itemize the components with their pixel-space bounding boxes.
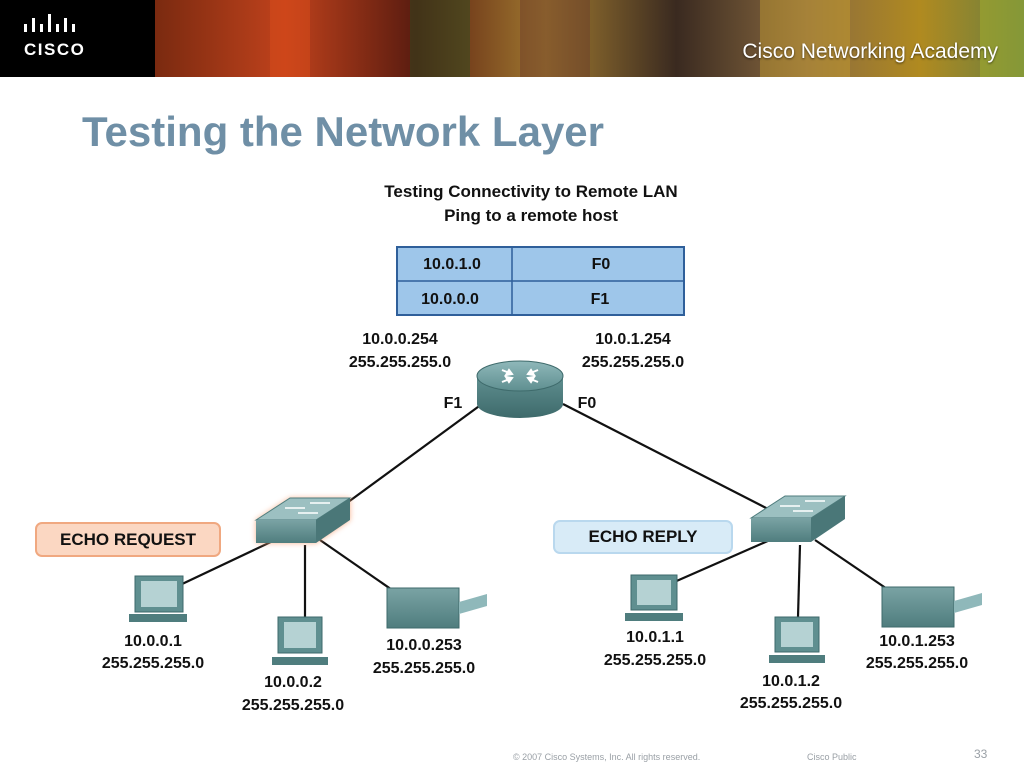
host-ip-10-0-0-253: 10.0.0.253	[386, 637, 462, 654]
printer-icon	[386, 587, 487, 629]
host-mask: 255.255.255.0	[740, 695, 842, 712]
router-right-mask: 255.255.255.0	[582, 354, 684, 371]
router-port-left: F1	[444, 395, 463, 412]
diagram-heading-line1: Testing Connectivity to Remote LAN	[384, 182, 677, 201]
cisco-logo: CISCO	[0, 0, 155, 77]
host-ip-10-0-1-1: 10.0.1.1	[626, 629, 684, 646]
banner-photo-strip	[155, 0, 1024, 77]
pc-icon	[129, 575, 187, 622]
page-number: 33	[974, 747, 988, 761]
slide-title: Testing the Network Layer	[82, 108, 605, 155]
router-icon	[476, 360, 564, 418]
table-row-2-network: 10.0.0.0	[421, 291, 479, 308]
router-left-ip: 10.0.0.254	[362, 331, 438, 348]
table-row-1-interface: F0	[592, 256, 611, 273]
header-banner: CISCO Cisco Networking Academy	[0, 0, 1024, 77]
network-links	[179, 403, 894, 618]
router-right-ip: 10.0.1.254	[595, 331, 671, 348]
pc-icon	[625, 574, 683, 621]
table-row-1-network: 10.0.1.0	[423, 256, 481, 273]
table-row-2-interface: F1	[591, 291, 610, 308]
footer-classification: Cisco Public	[807, 752, 857, 762]
router-left-mask: 255.255.255.0	[349, 354, 451, 371]
printer-icon	[881, 586, 982, 628]
host-ip-10-0-1-253: 10.0.1.253	[879, 633, 955, 650]
pc-icon	[272, 616, 328, 665]
host-mask: 255.255.255.0	[242, 697, 344, 714]
pc-icon	[769, 616, 825, 663]
cisco-logo-text: CISCO	[24, 40, 86, 59]
echo-reply-label: ECHO REPLY	[589, 527, 699, 546]
switch-right-icon	[749, 495, 847, 542]
echo-request-badge: ECHO REQUEST	[35, 522, 221, 557]
routing-table: 10.0.1.0 F0 10.0.0.0 F1	[396, 246, 685, 316]
echo-request-label: ECHO REQUEST	[60, 530, 197, 549]
host-ip-10-0-0-1: 10.0.0.1	[124, 633, 182, 650]
echo-reply-badge: ECHO REPLY	[553, 520, 733, 554]
host-mask: 255.255.255.0	[373, 660, 475, 677]
host-ip-10-0-0-2: 10.0.0.2	[264, 674, 322, 691]
router-port-right: F0	[578, 395, 597, 412]
academy-label: Cisco Networking Academy	[742, 40, 998, 63]
footer-copyright: © 2007 Cisco Systems, Inc. All rights re…	[513, 752, 701, 762]
host-mask: 255.255.255.0	[102, 655, 204, 672]
cisco-bars-icon	[24, 14, 75, 32]
host-mask: 255.255.255.0	[604, 652, 706, 669]
host-ip-10-0-1-2: 10.0.1.2	[762, 673, 820, 690]
host-mask: 255.255.255.0	[866, 655, 968, 672]
diagram-heading-line2: Ping to a remote host	[444, 206, 618, 225]
switch-left-icon	[254, 497, 352, 543]
